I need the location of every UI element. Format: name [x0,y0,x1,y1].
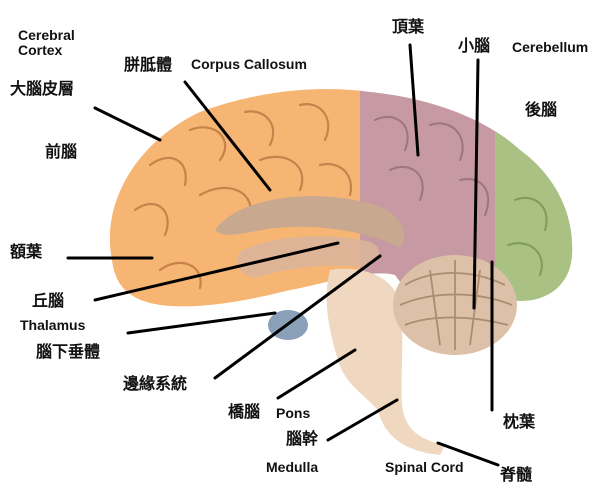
corpus-callosum-label-en: Corpus Callosum [191,56,307,72]
occipital-folds [507,197,548,276]
leader-brainstem [326,398,399,442]
cerebellum-label-zh: 小腦 [458,36,491,55]
leader-corpus-callosum [183,80,272,192]
frontal-lobe-label: 額葉 [10,242,43,261]
thalamus-label-zh: 丘腦 [32,291,65,310]
occipital-lobe-label: 枕葉 [503,412,536,431]
cerebral-cortex-label-zh: 大腦皮層 [10,79,75,98]
leader-pituitary [126,311,277,335]
hindbrain-label: 後腦 [525,100,558,119]
pons-label-zh: 橋腦 [228,402,261,421]
leader-pons [276,348,357,400]
leader-limbic [213,254,382,380]
cerebellum-shape [393,255,517,355]
cortex-folds [133,103,353,290]
limbic-system-label: 邊緣系統 [123,374,188,393]
parietal-lobe-label: 頂葉 [392,17,425,36]
leader-parietal [408,43,420,157]
thalamus-label-en: Thalamus [20,317,86,333]
forebrain-label: 前腦 [45,142,78,161]
cerebral-cortex-label-en: Cerebral Cortex [18,27,75,59]
brainstem-label: 腦幹 [286,429,319,448]
parietal-folds [374,115,490,216]
spinal-cord-label-en: Spinal Cord [385,459,464,475]
pons-label-en: Pons [276,405,311,421]
corpus-callosum-shape [215,196,404,248]
leader-thalamus [93,241,340,302]
occipital-region [495,131,573,312]
leader-cerebellum [472,58,480,310]
brainstem-shape [326,268,445,455]
cerebellum-label-en: Cerebellum [512,39,589,55]
spinal-cord-label-zh: 脊髓 [500,465,533,484]
leader-lines [66,43,500,467]
leader-cortex [93,106,162,142]
leader-spinal-cord [436,441,500,467]
medulla-label: Medulla [266,459,319,475]
corpus-callosum-label-zh: 胼胝體 [124,55,173,74]
limbic-shape [236,236,380,278]
pituitary-label: 腦下垂體 [36,342,101,361]
